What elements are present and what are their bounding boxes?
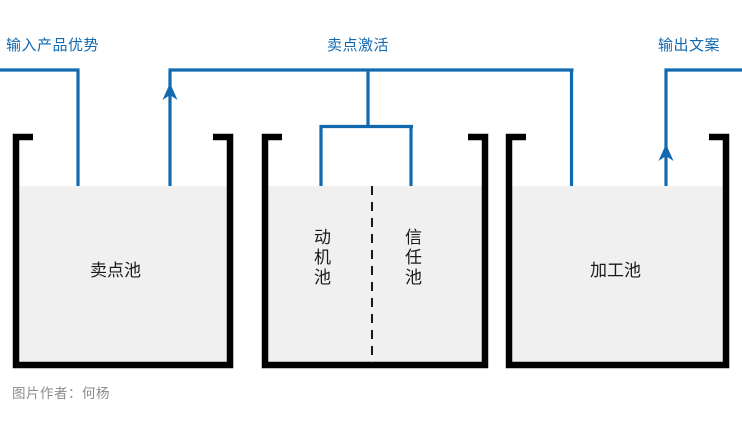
- activation-bus: [168, 68, 574, 129]
- author-credit: 图片作者：何杨: [12, 386, 110, 402]
- tank-motivation-trust-pool: [261, 133, 489, 369]
- tank-label-selling-point-pool: 卖点池: [90, 261, 141, 281]
- tank-processing-pool: [505, 133, 730, 369]
- tank-label-motivation-pool: 动机池: [310, 228, 330, 288]
- tank-selling-point-pool: [12, 133, 234, 369]
- tank-label-processing-pool: 加工池: [590, 261, 641, 281]
- flow-label-input: 输入产品优势: [6, 36, 100, 54]
- flow-label-activation: 卖点激活: [327, 36, 390, 54]
- tank-label-trust-pool: 信任池: [401, 228, 421, 288]
- flow-label-output: 输出文案: [658, 36, 721, 54]
- arrow-processing-pool-to-output: [658, 68, 742, 218]
